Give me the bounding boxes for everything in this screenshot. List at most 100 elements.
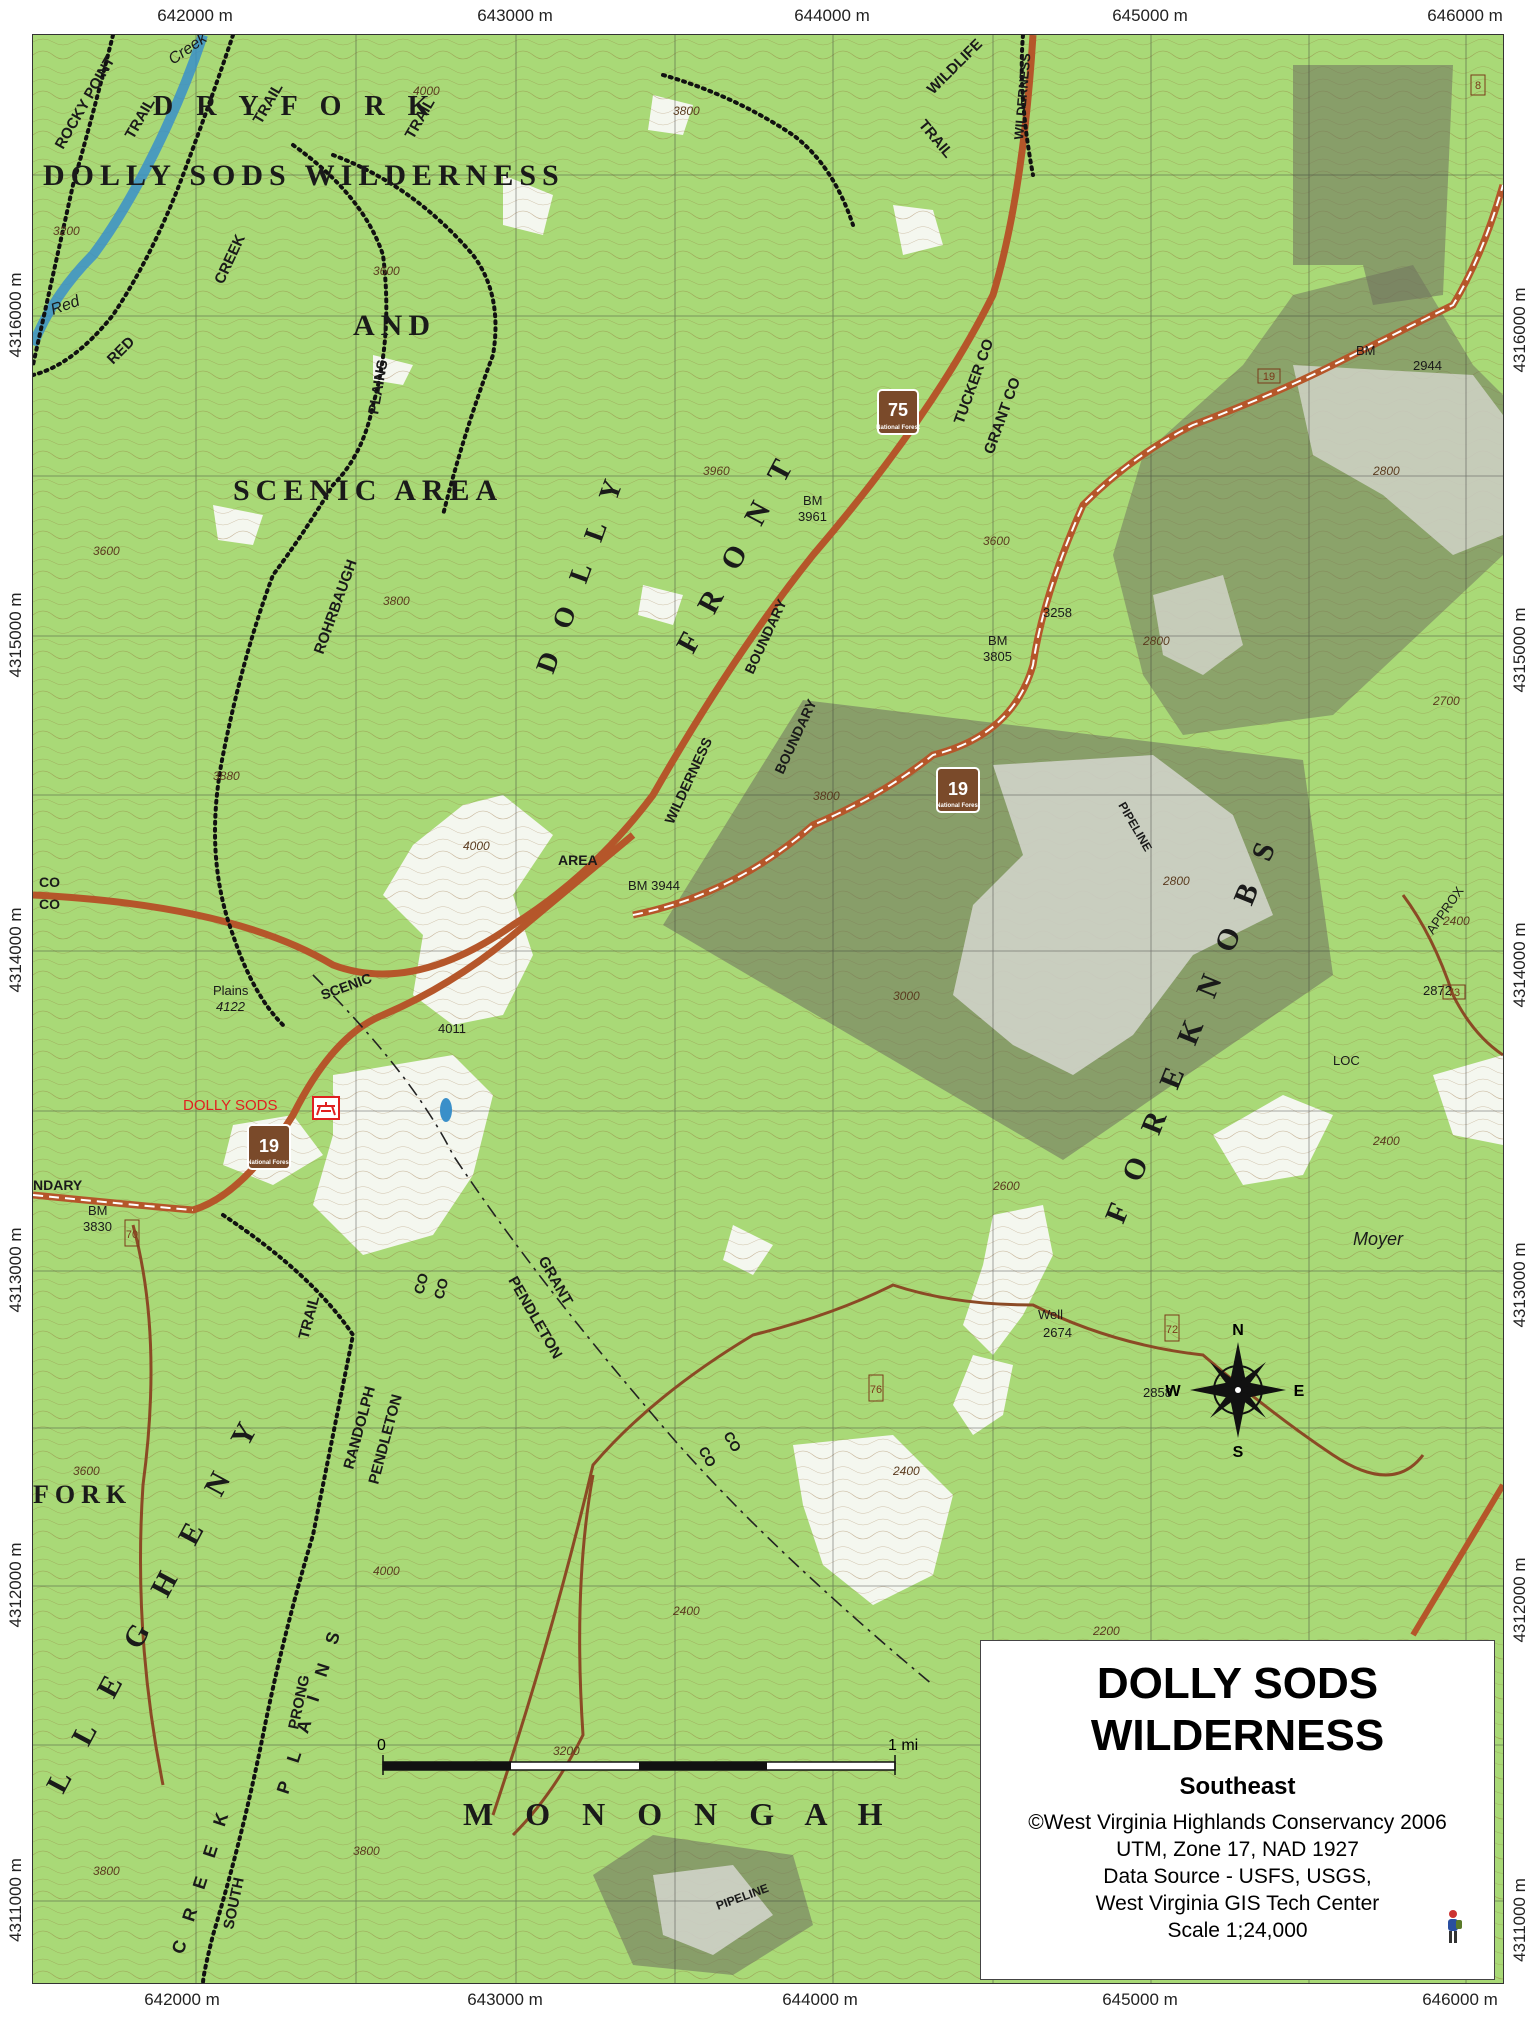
contour-label: 3600 — [93, 544, 120, 558]
topo-map-canvas: D R Y F O R K DOLLY SODS WILDERNESS AND … — [33, 35, 1503, 1983]
northing-label-left-4315000: 4315000 m — [6, 592, 25, 678]
contour-label: 3800 — [353, 1844, 380, 1858]
red-creek-river — [33, 35, 208, 347]
route-markers-small: 19 70 76 72 73 8 — [124, 74, 1486, 1402]
easting-label-top-645000: 645000 m — [1112, 6, 1188, 25]
contour-label: 2400 — [1442, 914, 1470, 928]
contour-label: 4000 — [373, 1564, 400, 1578]
contour-label: 3600 — [73, 1464, 100, 1478]
contour-label: 2800 — [1162, 874, 1190, 888]
co2-label: CO — [430, 1276, 451, 1301]
plains-label: Plains — [213, 983, 249, 998]
compass-s: S — [1233, 1444, 1244, 1461]
legend-data-source-2: West Virginia GIS Tech Center — [1095, 1892, 1380, 1915]
spot3258: 3258 — [1043, 605, 1072, 620]
monongah-label: M O N O N G A H — [463, 1796, 895, 1832]
easting-label-bottom-643000: 643000 m — [467, 1990, 543, 2009]
route-19a-sub: National Forest — [936, 803, 980, 809]
easting-label-bottom-644000: 644000 m — [782, 1990, 858, 2009]
legend-title-line2: WILDERNESS — [1090, 1711, 1385, 1760]
moyer-label: Moyer — [1353, 1229, 1404, 1249]
compass-e: E — [1294, 1383, 1305, 1400]
route-19-small-label: 19 — [1263, 371, 1275, 383]
contour-label: 2400 — [892, 1464, 920, 1478]
map-legend: DOLLY SODS WILDERNESS Southeast ©West Vi… — [980, 1640, 1495, 1980]
co-left1-label: CO — [39, 874, 60, 890]
loc-label: LOC — [1333, 1053, 1360, 1068]
bm3805-bm: BM — [988, 633, 1008, 648]
easting-label-top-643000: 643000 m — [477, 6, 553, 25]
bm2944-bm: BM — [1356, 343, 1376, 358]
legend-scale: Scale 1;24,000 — [1167, 1919, 1308, 1942]
spot2858: 2858 — [1143, 1385, 1172, 1400]
spot2674: 2674 — [1043, 1325, 1072, 1340]
contour-label: 3200 — [553, 1744, 580, 1758]
northing-label-left-4312000: 4312000 m — [6, 1542, 25, 1628]
bm3944: BM 3944 — [628, 878, 680, 893]
contour-label: 3600 — [983, 534, 1010, 548]
benchmarks: BM 2944 BM 3961 BM 3805 3258 BM 3944 BM … — [83, 343, 1452, 1400]
roads — [33, 35, 1503, 1837]
picnic-icon — [312, 1096, 340, 1120]
route-19b-label: 19 — [259, 1136, 279, 1156]
bm3961-elev: 3961 — [798, 509, 827, 524]
route-8-label: 8 — [1475, 80, 1481, 92]
easting-label-top-646000: 646000 m — [1427, 6, 1503, 25]
bm3830-bm: BM — [88, 1203, 108, 1218]
contour-label: 2600 — [992, 1179, 1020, 1193]
legend-projection: UTM, Zone 17, NAD 1927 — [1116, 1838, 1359, 1861]
contour-label: 3960 — [703, 464, 730, 478]
contour-label: 4000 — [463, 839, 490, 853]
bm3805-elev: 3805 — [983, 649, 1012, 664]
legend-title-line1: DOLLY SODS — [1096, 1659, 1379, 1708]
northing-label-right-4314000: 4314000 m — [1510, 922, 1529, 1008]
spot4011: 4011 — [438, 1021, 466, 1036]
county-boundary — [312, 974, 934, 1686]
pond — [440, 1098, 452, 1122]
easting-label-bottom-642000: 642000 m — [144, 1990, 220, 2009]
northing-label-left-4313000: 4313000 m — [6, 1227, 25, 1313]
well-label: Well — [1038, 1307, 1063, 1322]
topo-map[interactable]: D R Y F O R K DOLLY SODS WILDERNESS AND … — [32, 34, 1504, 1984]
contour-label: 3800 — [813, 789, 840, 803]
contour-label: 3880 — [213, 769, 240, 783]
route-73-label: 73 — [1448, 987, 1460, 999]
dolly-sods-wilderness-label: DOLLY SODS WILDERNESS — [43, 159, 565, 192]
legend-data-source: Data Source - USFS, USGS, — [1103, 1865, 1372, 1888]
dry-fork-label: D R Y F O R K — [153, 91, 437, 122]
route-70-label: 70 — [126, 1229, 138, 1241]
easting-label-bottom-645000: 645000 m — [1102, 1990, 1178, 2009]
route-19-shield-upper: 19 National Forest — [936, 767, 980, 813]
contour-label: 2400 — [1372, 1134, 1400, 1148]
contour-label: 4000 — [413, 84, 440, 98]
route-19b-sub: National Forest — [247, 1160, 291, 1166]
route-75-sub: National Forest — [876, 425, 920, 431]
contour-label: 3800 — [383, 594, 410, 608]
fork-label: FORK — [33, 1480, 132, 1509]
legend-subtitle: Southeast — [1179, 1773, 1296, 1800]
contour-label: 3800 — [93, 1864, 120, 1878]
scale-end-label: 1 mi — [888, 1737, 918, 1754]
northing-label-right-4311000: 4311000 m — [1510, 1878, 1529, 1962]
legend-copyright: ©West Virginia Highlands Conservancy 200… — [1028, 1811, 1447, 1834]
trails — [33, 35, 1035, 1983]
northing-label-right-4316000: 4316000 m — [1510, 287, 1529, 373]
route-72-label: 72 — [1166, 1324, 1178, 1336]
route-76-label: 76 — [870, 1384, 882, 1396]
contour-label: 2200 — [1092, 1624, 1120, 1638]
contour-label: 3000 — [893, 989, 920, 1003]
dolly-sods-picnic-label: DOLLY SODS — [183, 1097, 277, 1114]
contour-label: 3200 — [53, 224, 80, 238]
contour-label: 2400 — [672, 1604, 700, 1618]
contour-labels: 3800 3600 4000 3200 3960 3880 3800 4000 … — [53, 84, 1470, 1878]
compass-w: W — [1165, 1383, 1181, 1400]
compass-n: N — [1232, 1322, 1244, 1339]
northing-label-left-4311000: 4311000 m — [6, 1858, 25, 1942]
bm3830-elev: 3830 — [83, 1219, 112, 1234]
contour-label: 3800 — [673, 104, 700, 118]
area-label: AREA — [558, 852, 598, 868]
and-label: AND — [353, 309, 436, 342]
hiker-icon — [1448, 1910, 1462, 1943]
co-left2-label: CO — [39, 896, 60, 912]
contour-label: 2800 — [1142, 634, 1170, 648]
